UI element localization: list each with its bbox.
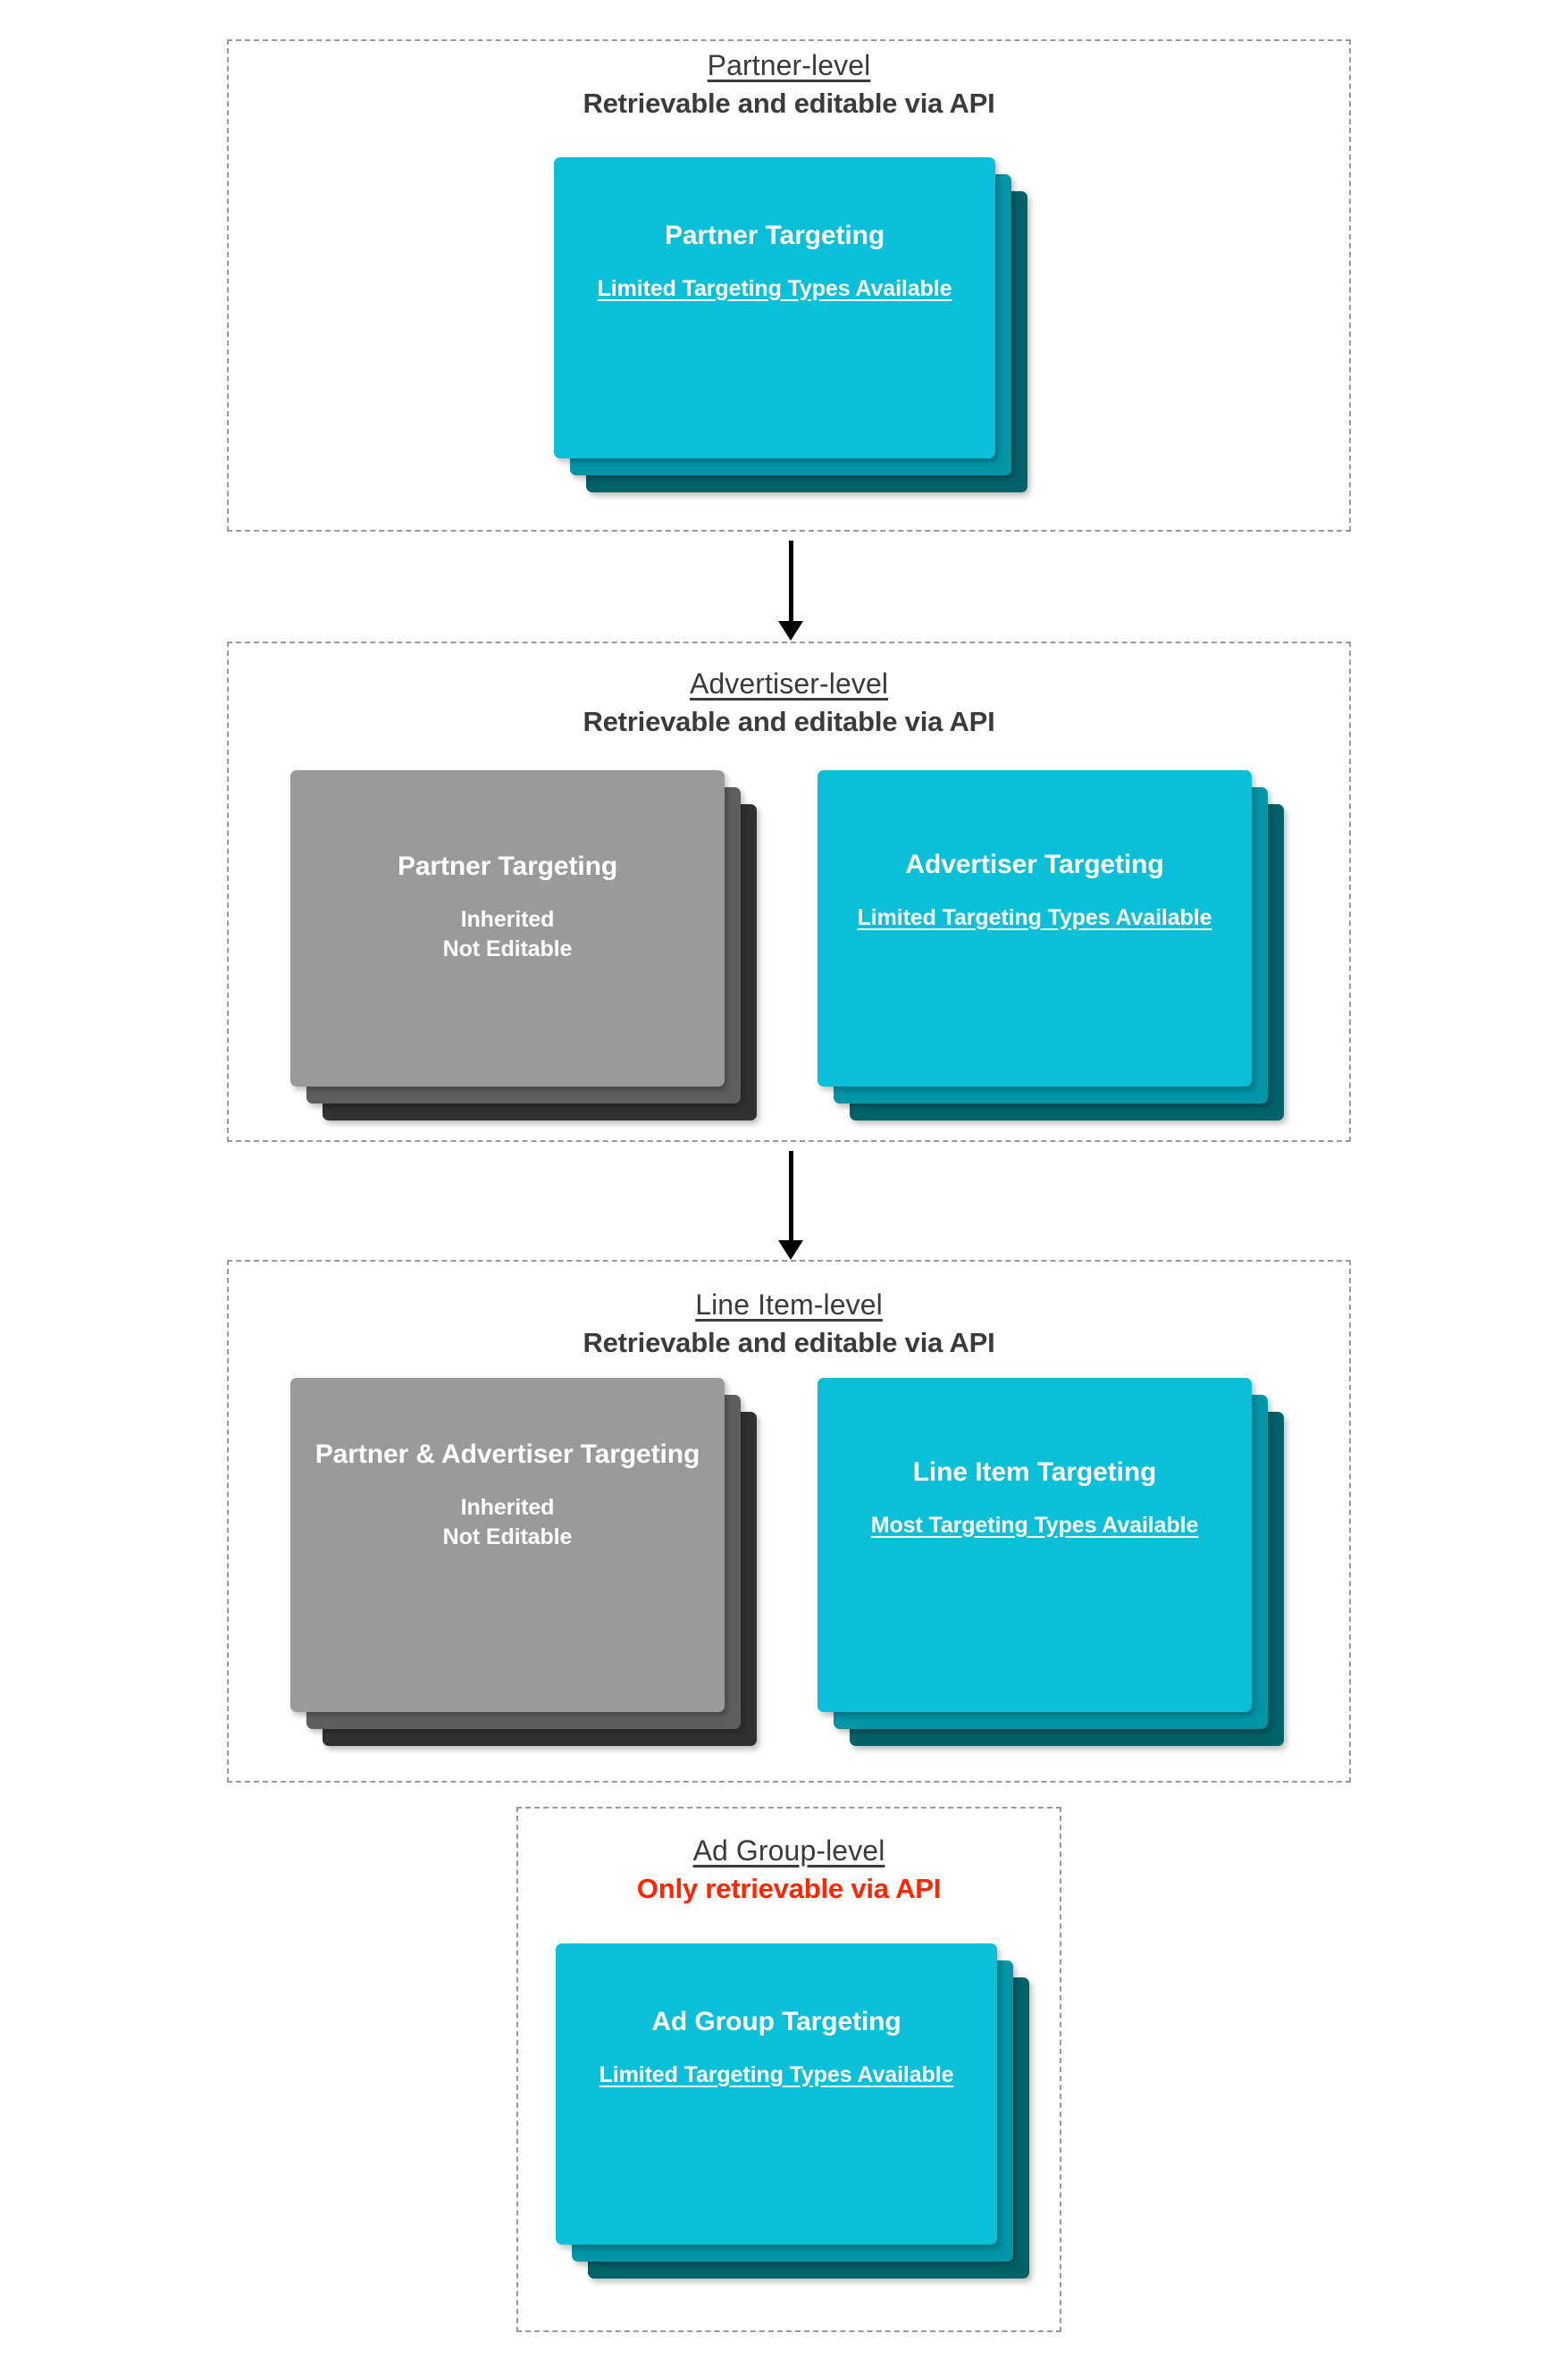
- level-header-ad-group: Ad Group-level Only retrievable via API: [516, 1834, 1061, 1906]
- card-note: Inherited Not Editable: [442, 906, 573, 961]
- card-layer-front[interactable]: Advertiser Targeting Limited Targeting T…: [818, 770, 1252, 1087]
- card-note: Limited Targeting Types Available: [597, 275, 952, 301]
- card-stack-line-item-targeting: Line Item Targeting Most Targeting Types…: [818, 1378, 1291, 1746]
- card-note: Inherited Not Editable: [442, 1494, 573, 1549]
- card-content-advertiser-targeting: Advertiser Targeting Limited Targeting T…: [818, 849, 1252, 933]
- card-layer-front[interactable]: Partner & Advertiser Targeting Inherited…: [290, 1378, 725, 1712]
- card-title: Partner Targeting: [664, 221, 885, 250]
- card-title: Advertiser Targeting: [905, 850, 1164, 879]
- card-layer-front[interactable]: Partner Targeting Limited Targeting Type…: [554, 157, 995, 458]
- level-box-ad-group: [516, 1807, 1061, 2332]
- card-layer-front[interactable]: Partner Targeting Inherited Not Editable: [290, 770, 725, 1087]
- card-note: Limited Targeting Types Available: [857, 904, 1212, 930]
- card-note: Limited Targeting Types Available: [599, 2061, 954, 2087]
- arrow-head: [778, 1240, 803, 1260]
- level-subtitle-ad-group: Only retrievable via API: [636, 1873, 942, 1905]
- card-stack-ad-group-targeting: Ad Group Targeting Limited Targeting Typ…: [556, 1943, 1029, 2279]
- card-title: Line Item Targeting: [912, 1457, 1157, 1487]
- level-header-advertiser: Advertiser-level Retrievable and editabl…: [227, 667, 1351, 739]
- card-title: Partner & Advertiser Targeting: [314, 1440, 700, 1469]
- arrow-shaft: [789, 1151, 793, 1242]
- card-content-inherited-partner-advertiser-targeting: Partner & Advertiser Targeting Inherited…: [290, 1439, 725, 1552]
- level-box-advertiser: [227, 642, 1351, 1142]
- arrow-shaft: [789, 541, 793, 623]
- arrow-head: [778, 621, 803, 641]
- level-header-line-item: Line Item-level Retrievable and editable…: [227, 1288, 1351, 1360]
- level-title-advertiser: Advertiser-level: [689, 667, 889, 700]
- level-title-ad-group: Ad Group-level: [692, 1834, 885, 1867]
- level-title-line-item: Line Item-level: [695, 1288, 883, 1321]
- card-title: Ad Group Targeting: [651, 2007, 901, 2036]
- connector-arrow-partner-to-advertiser: [764, 541, 818, 641]
- card-content-ad-group-targeting: Ad Group Targeting Limited Targeting Typ…: [556, 2006, 997, 2090]
- card-stack-inherited-partner-advertiser-targeting: Partner & Advertiser Targeting Inherited…: [290, 1378, 764, 1746]
- level-subtitle-advertiser: Retrievable and editable via API: [583, 706, 995, 738]
- connector-arrow-advertiser-to-line-item: [764, 1151, 818, 1260]
- card-stack-advertiser-targeting: Advertiser Targeting Limited Targeting T…: [818, 770, 1291, 1121]
- card-layer-front[interactable]: Ad Group Targeting Limited Targeting Typ…: [556, 1943, 997, 2245]
- level-title-partner: Partner-level: [707, 49, 871, 81]
- level-box-line-item: [227, 1260, 1351, 1783]
- card-content-inherited-partner-targeting: Partner Targeting Inherited Not Editable: [290, 851, 725, 964]
- level-subtitle-partner: Retrievable and editable via API: [583, 88, 995, 120]
- level-box-partner: [227, 39, 1351, 532]
- card-content-line-item-targeting: Line Item Targeting Most Targeting Types…: [818, 1456, 1252, 1540]
- card-content-partner-targeting: Partner Targeting Limited Targeting Type…: [554, 220, 995, 304]
- card-title: Partner Targeting: [397, 852, 618, 881]
- card-stack-partner-targeting: Partner Targeting Limited Targeting Type…: [554, 157, 1027, 492]
- card-layer-front[interactable]: Line Item Targeting Most Targeting Types…: [818, 1378, 1252, 1712]
- level-subtitle-line-item: Retrievable and editable via API: [583, 1327, 995, 1359]
- level-header-partner: Partner-level Retrievable and editable v…: [227, 48, 1351, 121]
- card-stack-inherited-partner-targeting: Partner Targeting Inherited Not Editable: [290, 770, 764, 1121]
- card-note: Most Targeting Types Available: [870, 1512, 1199, 1538]
